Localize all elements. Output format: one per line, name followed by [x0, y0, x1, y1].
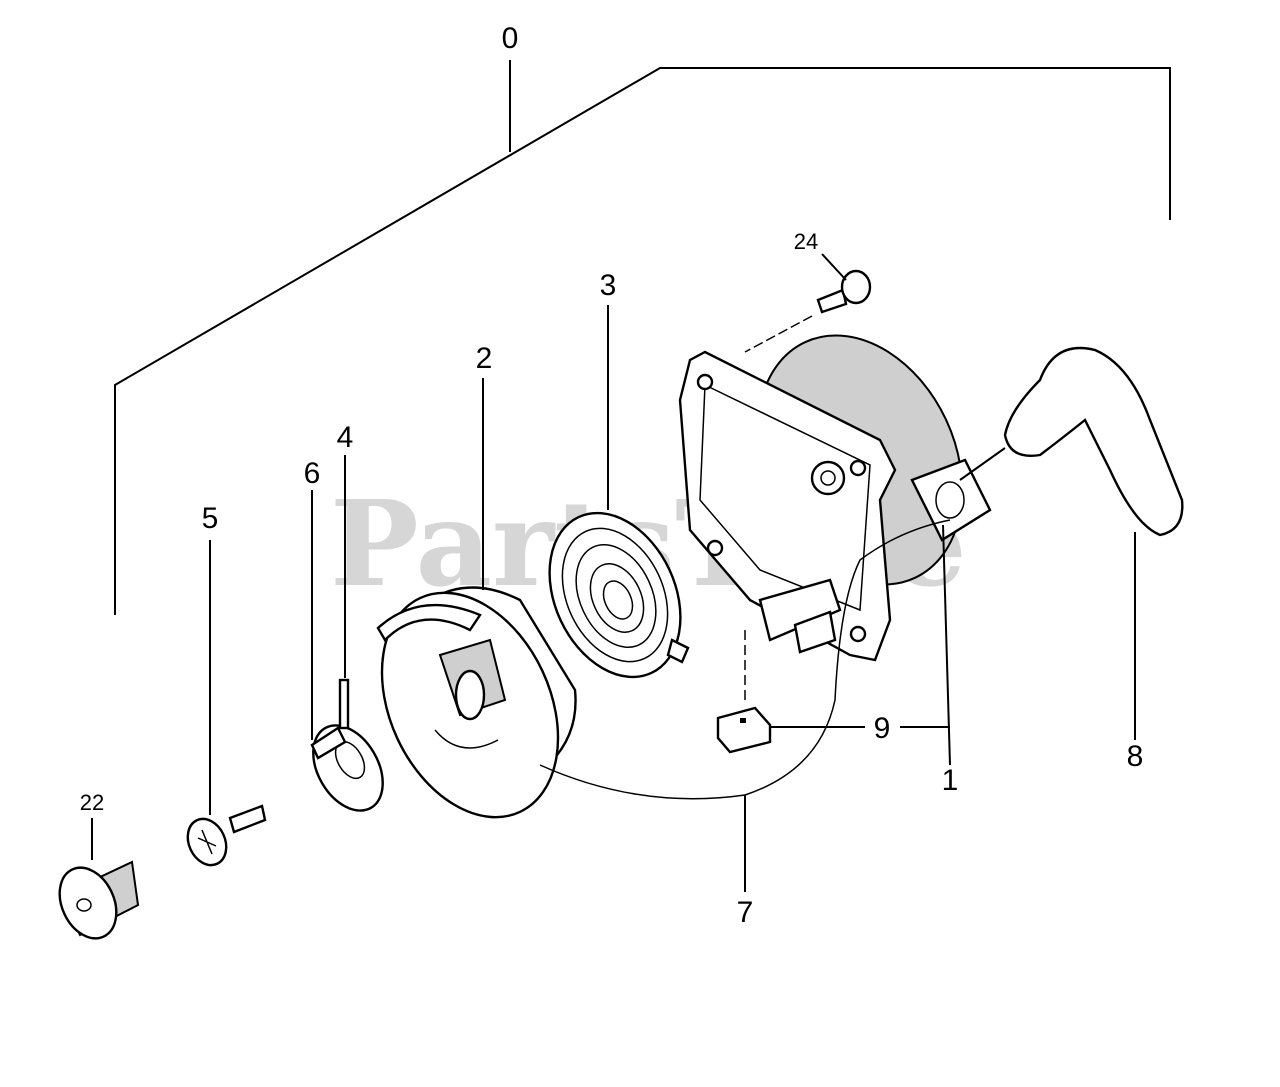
label-2: 2 — [476, 342, 493, 375]
label-1: 1 — [942, 764, 959, 797]
callout-labels: 0 1 2 3 4 5 6 7 8 9 22 24 — [80, 22, 1144, 929]
label-22: 22 — [80, 790, 104, 815]
part-8-handle — [959, 346, 1184, 740]
part-22-nut — [58, 818, 140, 940]
part-4-pin — [338, 455, 350, 730]
part-5-screw — [186, 540, 267, 867]
label-8: 8 — [1127, 740, 1144, 773]
label-9: 9 — [874, 712, 891, 745]
part-7-rope — [539, 519, 951, 892]
assembly-bracket-lines — [114, 60, 1171, 615]
label-5: 5 — [202, 502, 219, 535]
label-7: 7 — [737, 896, 754, 929]
label-24: 24 — [794, 229, 818, 254]
label-0: 0 — [502, 22, 519, 55]
label-6: 6 — [304, 457, 321, 490]
part-6-ratchet — [310, 490, 384, 812]
label-4: 4 — [337, 421, 354, 454]
part-2-reel — [376, 378, 577, 819]
part-3-spring — [548, 305, 690, 679]
part-1-housing — [678, 334, 992, 766]
part-9-block — [716, 630, 950, 754]
part-24-screw — [744, 253, 872, 353]
label-3: 3 — [600, 269, 617, 302]
